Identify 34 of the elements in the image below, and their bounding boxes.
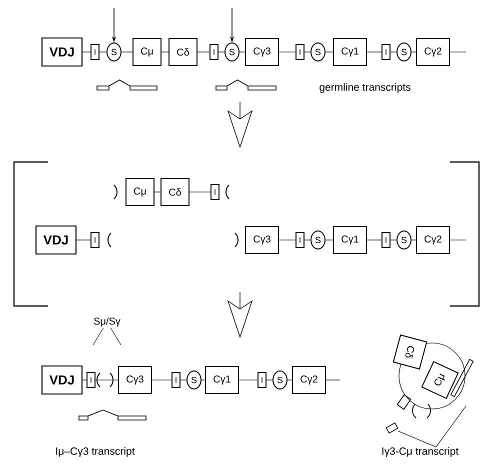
constant-region-box: Cγ2 <box>416 226 450 254</box>
exon-box: I <box>210 44 218 60</box>
gene-segment-box: VDJ <box>41 365 83 395</box>
constant-region-box: Cγ1 <box>333 38 367 66</box>
exon-box: I <box>90 44 100 60</box>
exon-box: I <box>86 372 96 388</box>
constant-region-box: Cγ3 <box>118 366 152 394</box>
gene-segment-box: VDJ <box>41 37 83 67</box>
constant-region-box: Cγ1 <box>333 226 367 254</box>
caption-text: Iμ–Cγ3 transcript <box>56 447 135 457</box>
constant-region-box: Cγ2 <box>292 366 326 394</box>
constant-region-box: Cδ <box>168 38 198 66</box>
exon-box: I <box>258 372 266 388</box>
constant-region-box: Cγ1 <box>205 366 239 394</box>
constant-region-box: Cγ3 <box>245 38 279 66</box>
exon-box: I <box>90 232 100 248</box>
exon-box: I <box>296 44 304 60</box>
constant-region-box: Cδ <box>160 178 190 206</box>
gene-segment-box: VDJ <box>35 225 77 255</box>
region-label: Sμ/Sγ <box>94 317 120 327</box>
constant-region-box: Cδ <box>392 334 428 370</box>
constant-region-box: Cμ <box>126 178 154 206</box>
constant-region-box: Cγ2 <box>416 38 450 66</box>
caption-text: germline transcripts <box>320 83 410 93</box>
caption-text: Iγ3-Cμ transcript <box>382 447 459 457</box>
constant-region-box: Cμ <box>132 38 162 66</box>
exon-box: I <box>172 372 180 388</box>
leader-line <box>110 328 122 346</box>
exon-box: I <box>210 184 220 200</box>
exon-box: I <box>382 44 390 60</box>
constant-region-box: Cγ3 <box>245 226 279 254</box>
leader-line <box>92 328 104 346</box>
exon-box: I <box>296 232 304 248</box>
exon-box: I <box>382 232 390 248</box>
